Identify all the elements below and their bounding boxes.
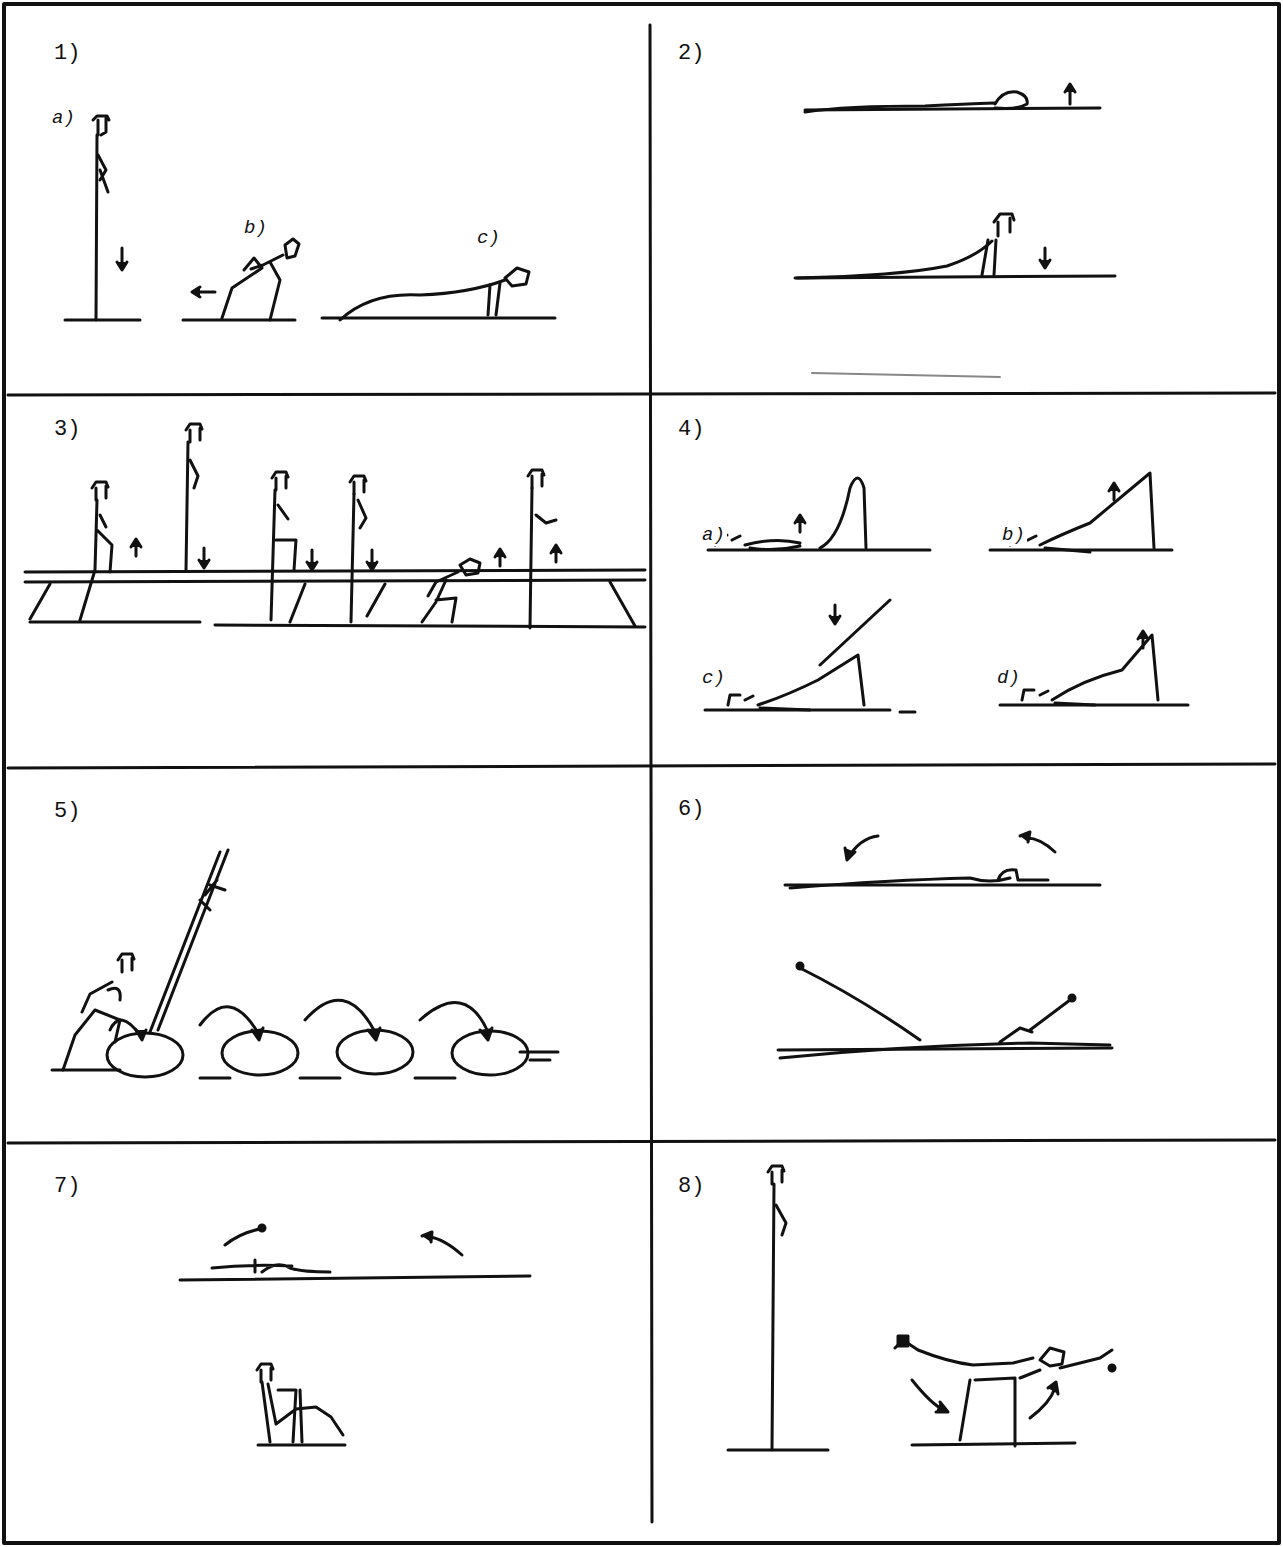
frame [4,4,1279,1543]
panel-number: 6) [676,798,706,822]
panel-6-figures [778,832,1112,1058]
divider [8,393,1275,395]
step-letter: b) [1000,525,1027,546]
step-letter: b) [242,218,269,239]
panel-5-figures [52,850,558,1078]
panel-3-figures [25,424,645,628]
panel-number: 1) [52,42,82,66]
divider [650,25,652,1522]
panel-8-figures [728,1166,1115,1450]
step-letter: a) [50,108,77,129]
panel-number: 3) [52,418,82,442]
step-letter: c) [700,668,727,689]
step-letter: d) [995,668,1022,689]
divider [8,1140,1275,1143]
step-letter: c) [475,228,502,249]
panel-number: 8) [676,1175,706,1199]
divider [8,764,1275,768]
panel-4-figures [705,473,1188,712]
panel-number: 5) [52,800,82,824]
step-letter: a) [700,525,727,546]
panel-1-figures [65,116,555,320]
panel-number: 4) [676,418,706,442]
panel-2-figures [795,84,1115,377]
panel-number: 2) [676,42,706,66]
panel-7-figures [180,1225,530,1445]
panel-number: 7) [52,1175,82,1199]
